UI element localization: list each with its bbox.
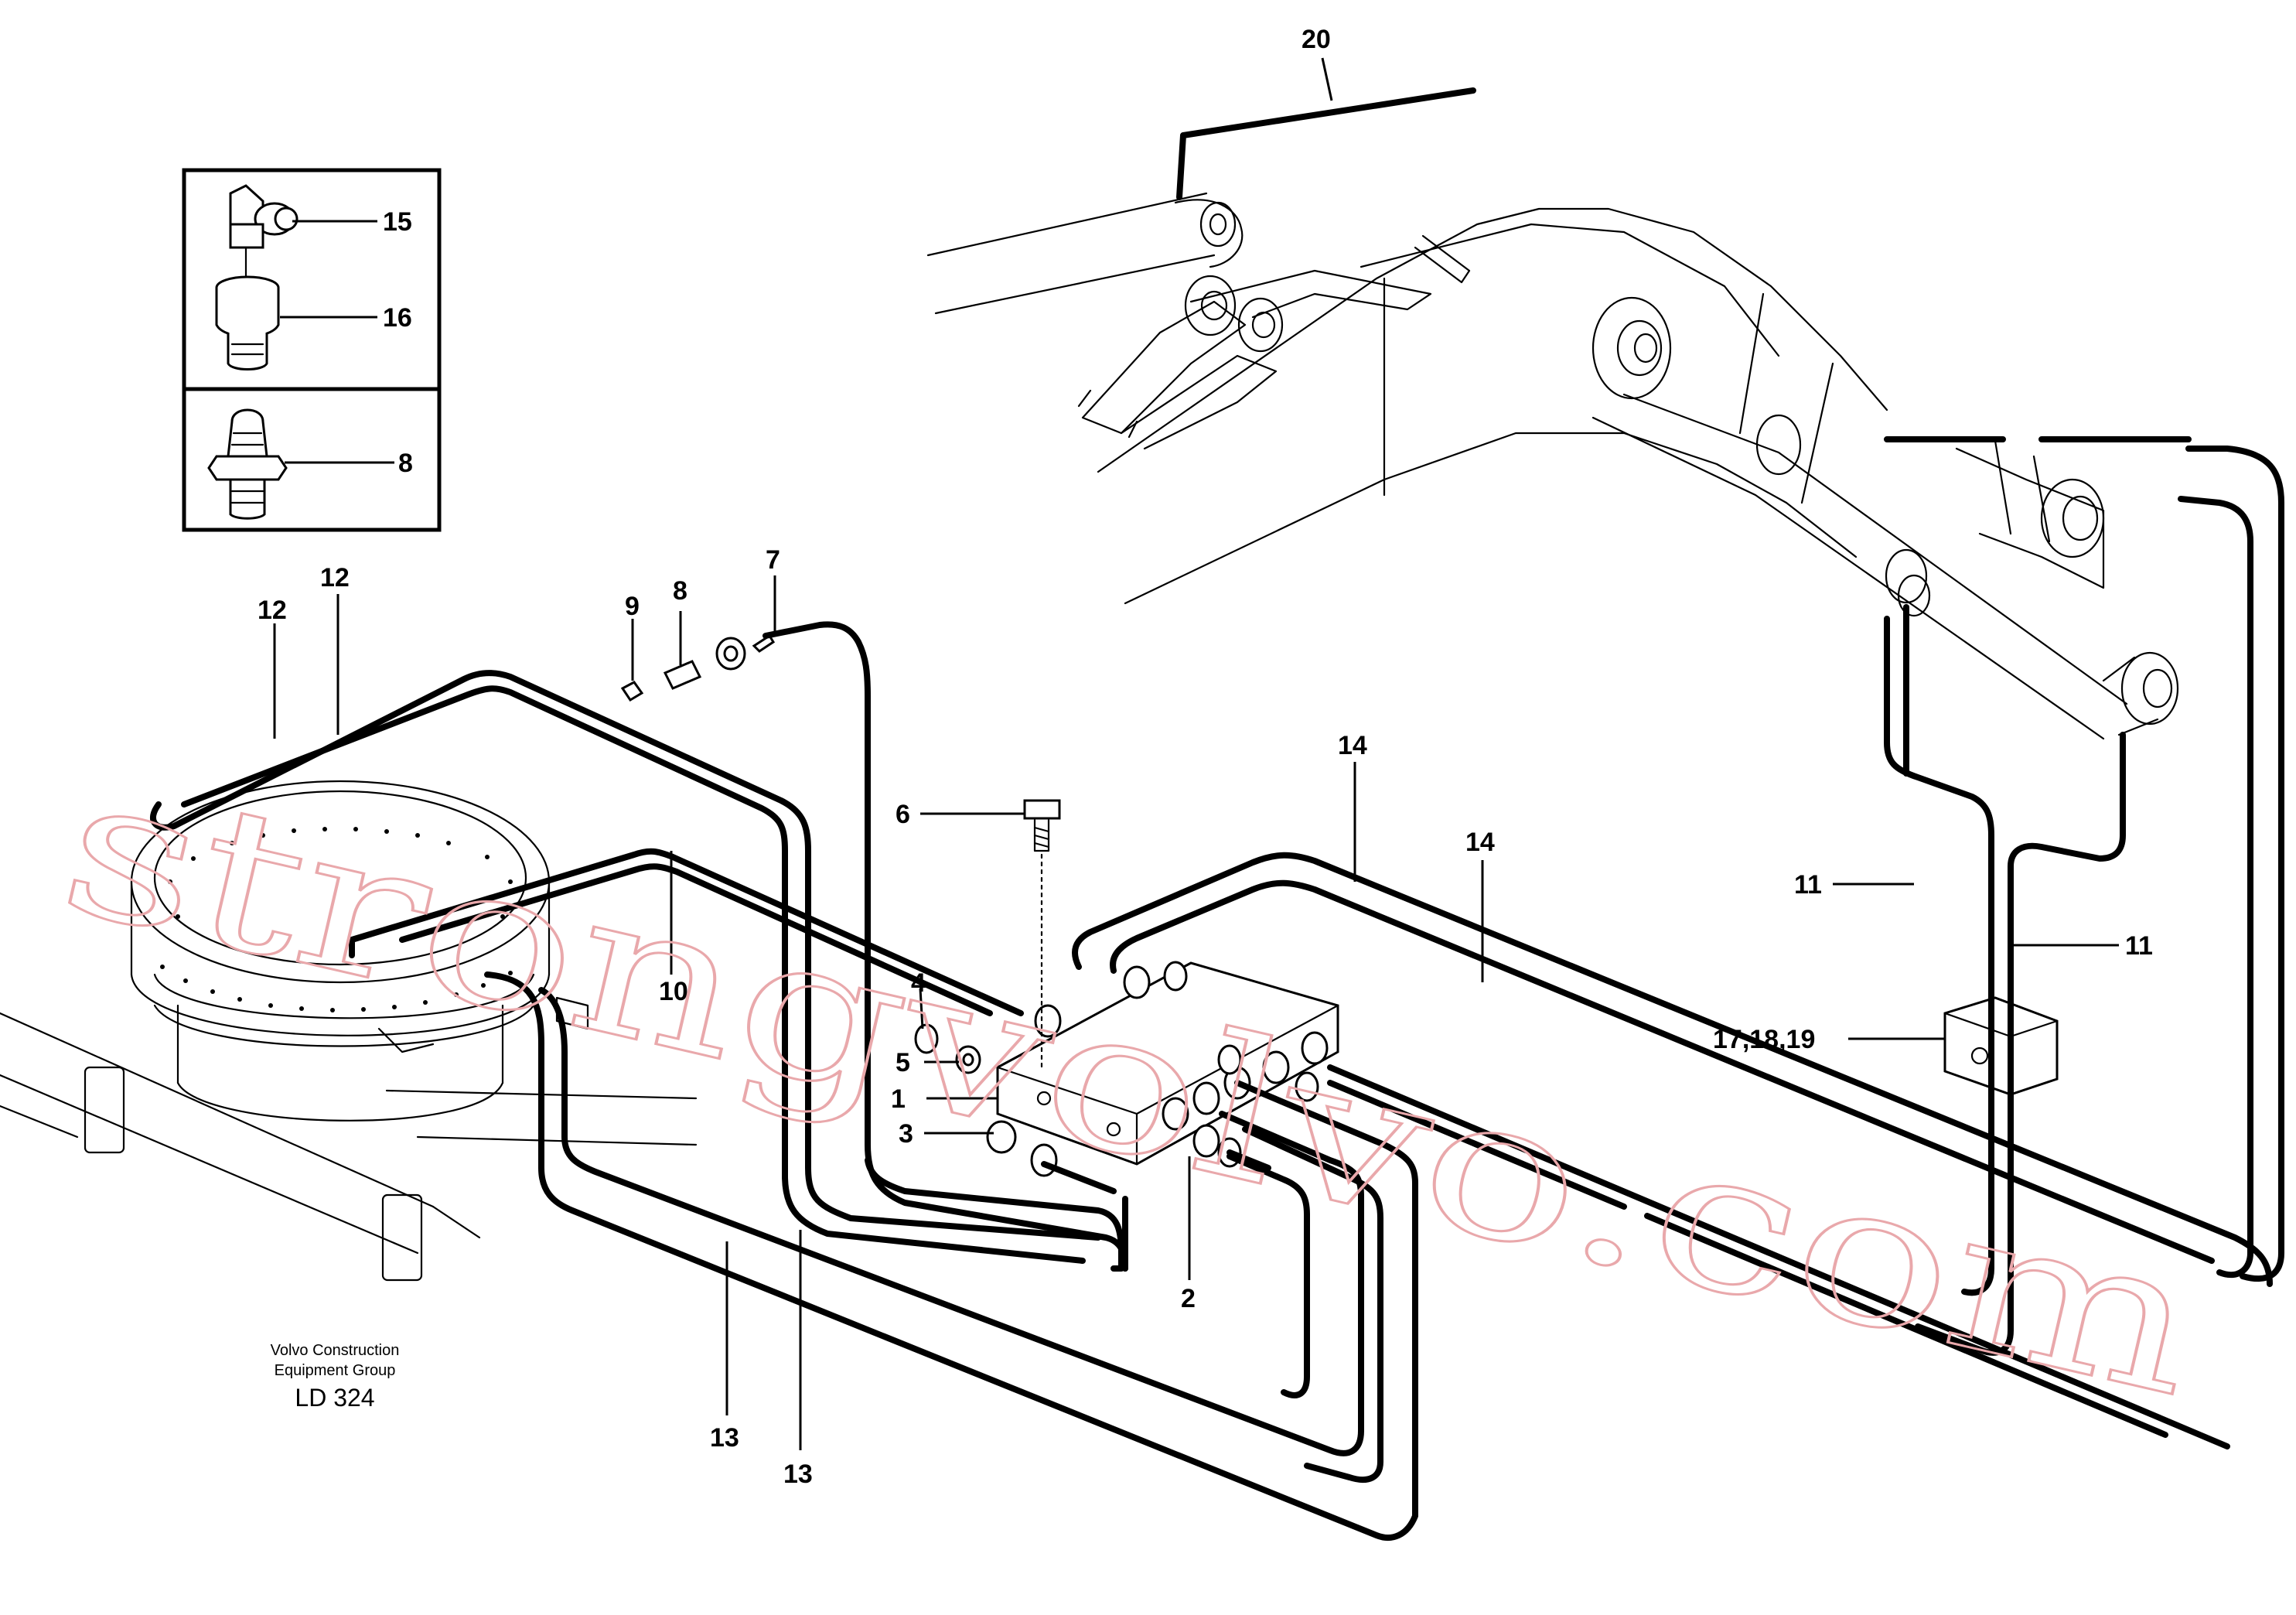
swing-ring-drawing	[0, 780, 698, 1282]
watermark-text: strongvolvo.com	[44, 730, 2219, 1440]
callout-7: 7	[766, 545, 780, 575]
callout-1: 1	[891, 1084, 906, 1114]
footer-block: Volvo Construction Equipment Group LD 32…	[271, 1342, 400, 1412]
callout-13-left: 13	[710, 1423, 739, 1453]
callout-9: 9	[625, 592, 640, 621]
callout-20: 20	[1302, 25, 1331, 54]
detail-inset	[182, 168, 442, 532]
distribution-block	[996, 961, 1339, 1166]
callout-5: 5	[896, 1048, 910, 1077]
callout-8-inset: 8	[398, 449, 413, 478]
callout-2: 2	[1181, 1284, 1196, 1313]
fittings	[620, 633, 2059, 1177]
footer-code: LD 324	[295, 1384, 374, 1412]
callout-16: 16	[383, 303, 412, 333]
callout-13-right: 13	[783, 1460, 813, 1489]
footer-line-1: Volvo Construction	[271, 1342, 400, 1359]
callout-8: 8	[673, 576, 687, 606]
callout-4: 4	[911, 968, 926, 998]
hydraulic-hoses	[149, 87, 2284, 1541]
callout-12-right: 12	[320, 563, 350, 592]
callout-17-18-19: 17,18,19	[1713, 1025, 1815, 1054]
callout-15: 15	[383, 207, 412, 237]
callout-11-left: 11	[1794, 870, 1822, 900]
callout-6: 6	[896, 800, 910, 829]
callout-14-right: 14	[1465, 828, 1495, 857]
callout-12-left: 12	[258, 596, 287, 625]
callout-labels: 15 16 8 20 12 12 9 8 7 6 10 4 5 1 3 2 13…	[258, 25, 2153, 1489]
boom-arm-drawing	[926, 192, 2179, 740]
callout-3: 3	[899, 1119, 913, 1149]
callout-11-right: 11	[2125, 931, 2153, 961]
leader-lines	[273, 57, 2119, 1450]
callout-10: 10	[659, 977, 688, 1006]
footer-line-2: Equipment Group	[275, 1362, 396, 1379]
callout-14-left: 14	[1338, 731, 1367, 760]
